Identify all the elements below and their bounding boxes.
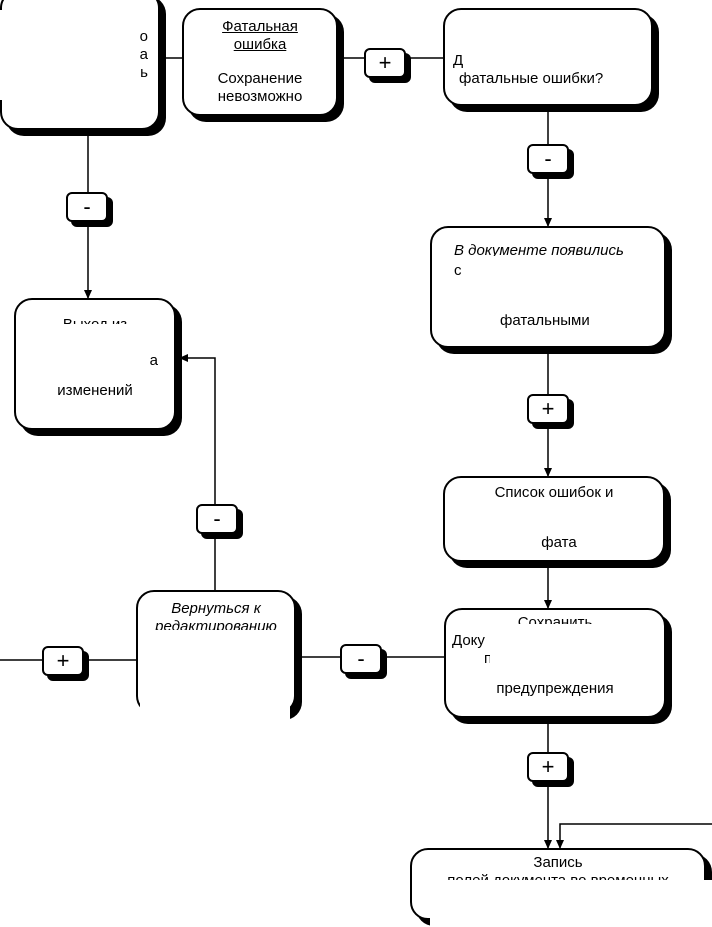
node-n8-erased-area — [490, 624, 662, 680]
node-n6-line-1: Список ошибок и — [494, 484, 614, 501]
node-n8-line-3: п — [484, 650, 493, 667]
node-n6-line-2: фата — [541, 534, 577, 551]
node-n8-line-2: Доку — [452, 632, 485, 649]
node-n3-line-2: фатальные ошибки? — [459, 70, 604, 87]
node-n2: Фатальная ошибка Сохранение невозможно — [182, 8, 338, 116]
node-n2-line-2: невозможно — [217, 88, 303, 105]
node-n3: Д фатальные ошибки? — [443, 8, 653, 106]
node-n4-line-3: изменений — [57, 382, 133, 399]
badge-plus-n2-n3: + — [364, 48, 406, 78]
badge-plus-n8-n9: + — [527, 752, 569, 782]
node-n4-erased-area — [18, 324, 146, 376]
badge-minus-n3-n5: - — [527, 144, 569, 174]
node-n7-line-1: Вернуться к — [171, 600, 261, 617]
node-n1-line-3: ь — [140, 64, 148, 81]
node-n1-erased-area — [0, 10, 130, 100]
line-right-n9 — [556, 823, 712, 849]
badge-plus-n5-n6: + — [527, 394, 569, 424]
badge-minus-n1-n4: - — [66, 192, 108, 222]
node-n1-line-1: о — [139, 28, 148, 45]
node-n8-line-4: предупреждения — [496, 680, 614, 697]
node-n2-title-2: ошибка — [233, 36, 287, 53]
node-n2-line-1: Сохранение — [217, 70, 303, 87]
node-n5-erased-area — [462, 256, 652, 308]
node-n3-line-1: Д — [453, 52, 464, 69]
node-n2-title-1: Фатальная — [222, 18, 298, 35]
badge-plus-left-n7: + — [42, 646, 84, 676]
node-n7-erased-area — [140, 630, 290, 724]
node-n9-erased-area — [430, 880, 712, 927]
node-n9-line-1: Запись — [533, 854, 583, 871]
node-n5-line-1: В документе появились — [454, 242, 624, 259]
node-n5-line-3: фатальными — [500, 312, 590, 329]
node-n1-line-2: а — [139, 46, 148, 63]
badge-minus-n7-n4: - — [196, 504, 238, 534]
badge-minus-n8-n7: - — [340, 644, 382, 674]
node-n4-line-2: а — [149, 352, 158, 369]
line-n7-n4 — [179, 354, 216, 590]
node-n5-line-2: с — [454, 262, 462, 279]
node-n6-erased-area — [455, 500, 655, 532]
